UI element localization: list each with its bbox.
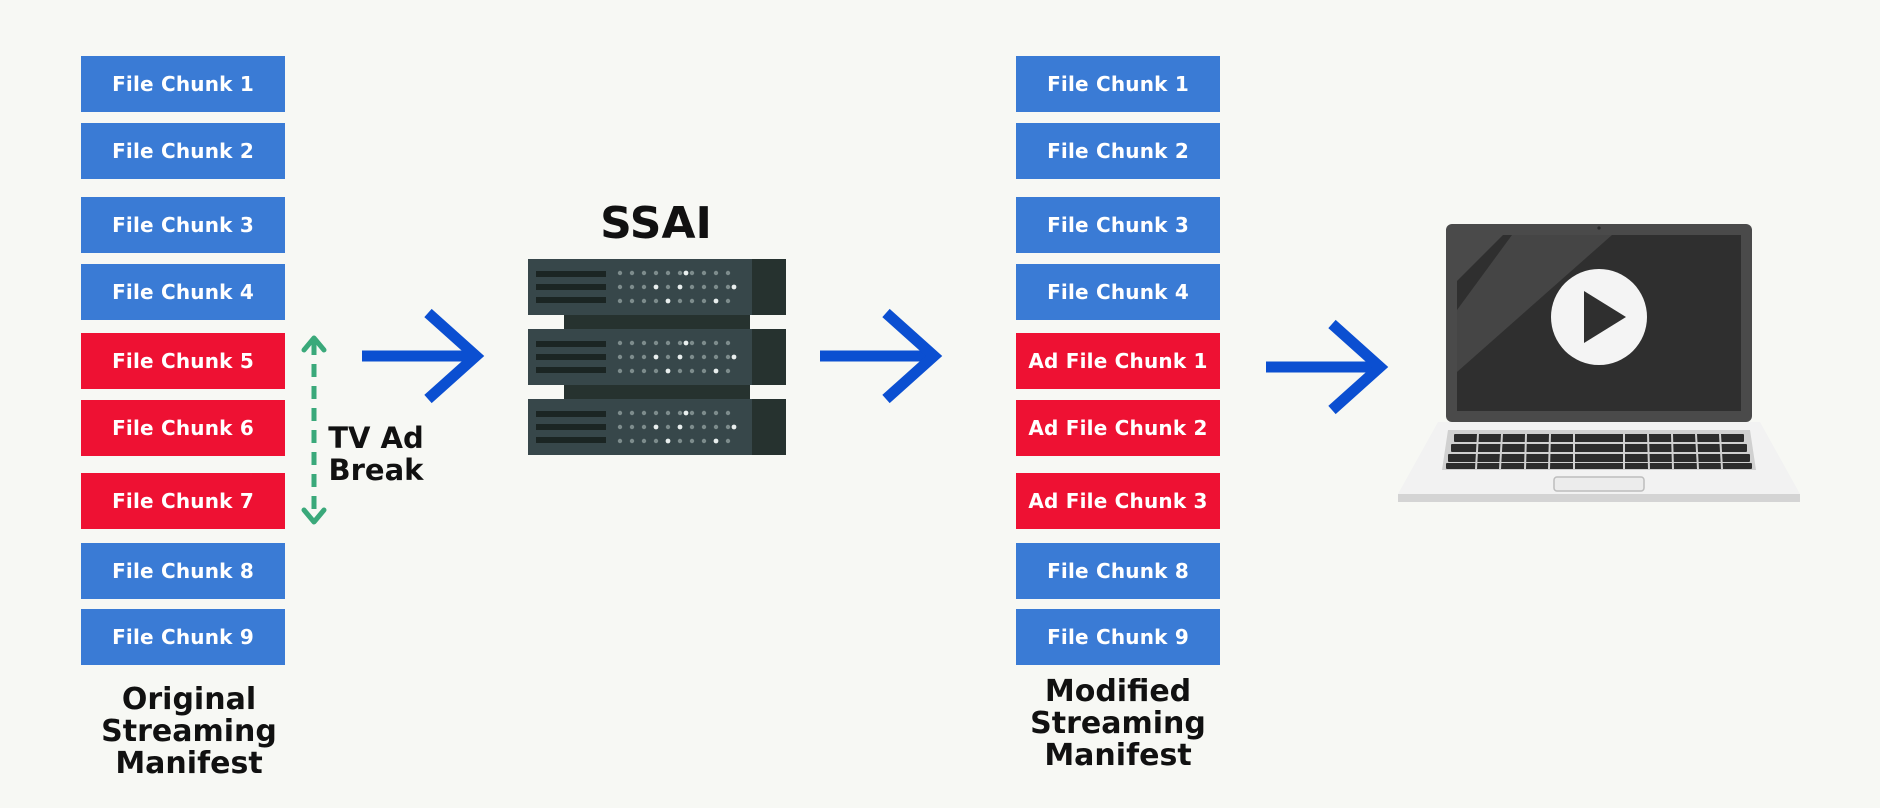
- ad-break-line-2: Break: [328, 453, 424, 487]
- original-chunk-3: File Chunk 3: [81, 197, 285, 253]
- ad-chunk-1: Ad File Chunk 1: [1016, 333, 1220, 389]
- ad-break-double-arrow-icon: [301, 335, 327, 525]
- original-manifest-caption: Original Streaming Manifest: [59, 684, 319, 780]
- modified-chunk-4: File Chunk 4: [1016, 264, 1220, 320]
- arrow-right-icon: [820, 308, 943, 404]
- original-chunk-8: File Chunk 8: [81, 543, 285, 599]
- laptop-play-icon: [1398, 224, 1800, 502]
- original-chunk-5: File Chunk 5: [81, 333, 285, 389]
- modified-chunk-9: File Chunk 9: [1016, 609, 1220, 665]
- arrow-right-icon: [362, 308, 485, 404]
- ad-chunk-2: Ad File Chunk 2: [1016, 400, 1220, 456]
- modified-chunk-2: File Chunk 2: [1016, 123, 1220, 179]
- original-chunk-7: File Chunk 7: [81, 473, 285, 529]
- original-chunk-1: File Chunk 1: [81, 56, 285, 112]
- modified-caption-line-1: Modified: [1044, 674, 1192, 709]
- modified-chunk-3: File Chunk 3: [1016, 197, 1220, 253]
- ssai-title: SSAI: [600, 198, 712, 249]
- ad-break-line-1: TV Ad: [328, 421, 424, 455]
- original-chunk-2: File Chunk 2: [81, 123, 285, 179]
- original-caption-line-3: Manifest: [115, 746, 263, 781]
- modified-caption-line-3: Manifest: [1044, 738, 1192, 773]
- ad-break-label: TV Ad Break: [316, 422, 436, 486]
- original-caption-line-1: Original: [121, 682, 257, 717]
- ad-chunk-3: Ad File Chunk 3: [1016, 473, 1220, 529]
- original-chunk-9: File Chunk 9: [81, 609, 285, 665]
- modified-chunk-8: File Chunk 8: [1016, 543, 1220, 599]
- original-chunk-4: File Chunk 4: [81, 264, 285, 320]
- original-chunk-6: File Chunk 6: [81, 400, 285, 456]
- modified-chunk-1: File Chunk 1: [1016, 56, 1220, 112]
- server-rack-icon: [528, 259, 786, 455]
- modified-manifest-caption: Modified Streaming Manifest: [988, 676, 1248, 772]
- original-caption-line-2: Streaming: [101, 714, 277, 749]
- arrow-right-icon: [1266, 319, 1389, 415]
- modified-caption-line-2: Streaming: [1030, 706, 1206, 741]
